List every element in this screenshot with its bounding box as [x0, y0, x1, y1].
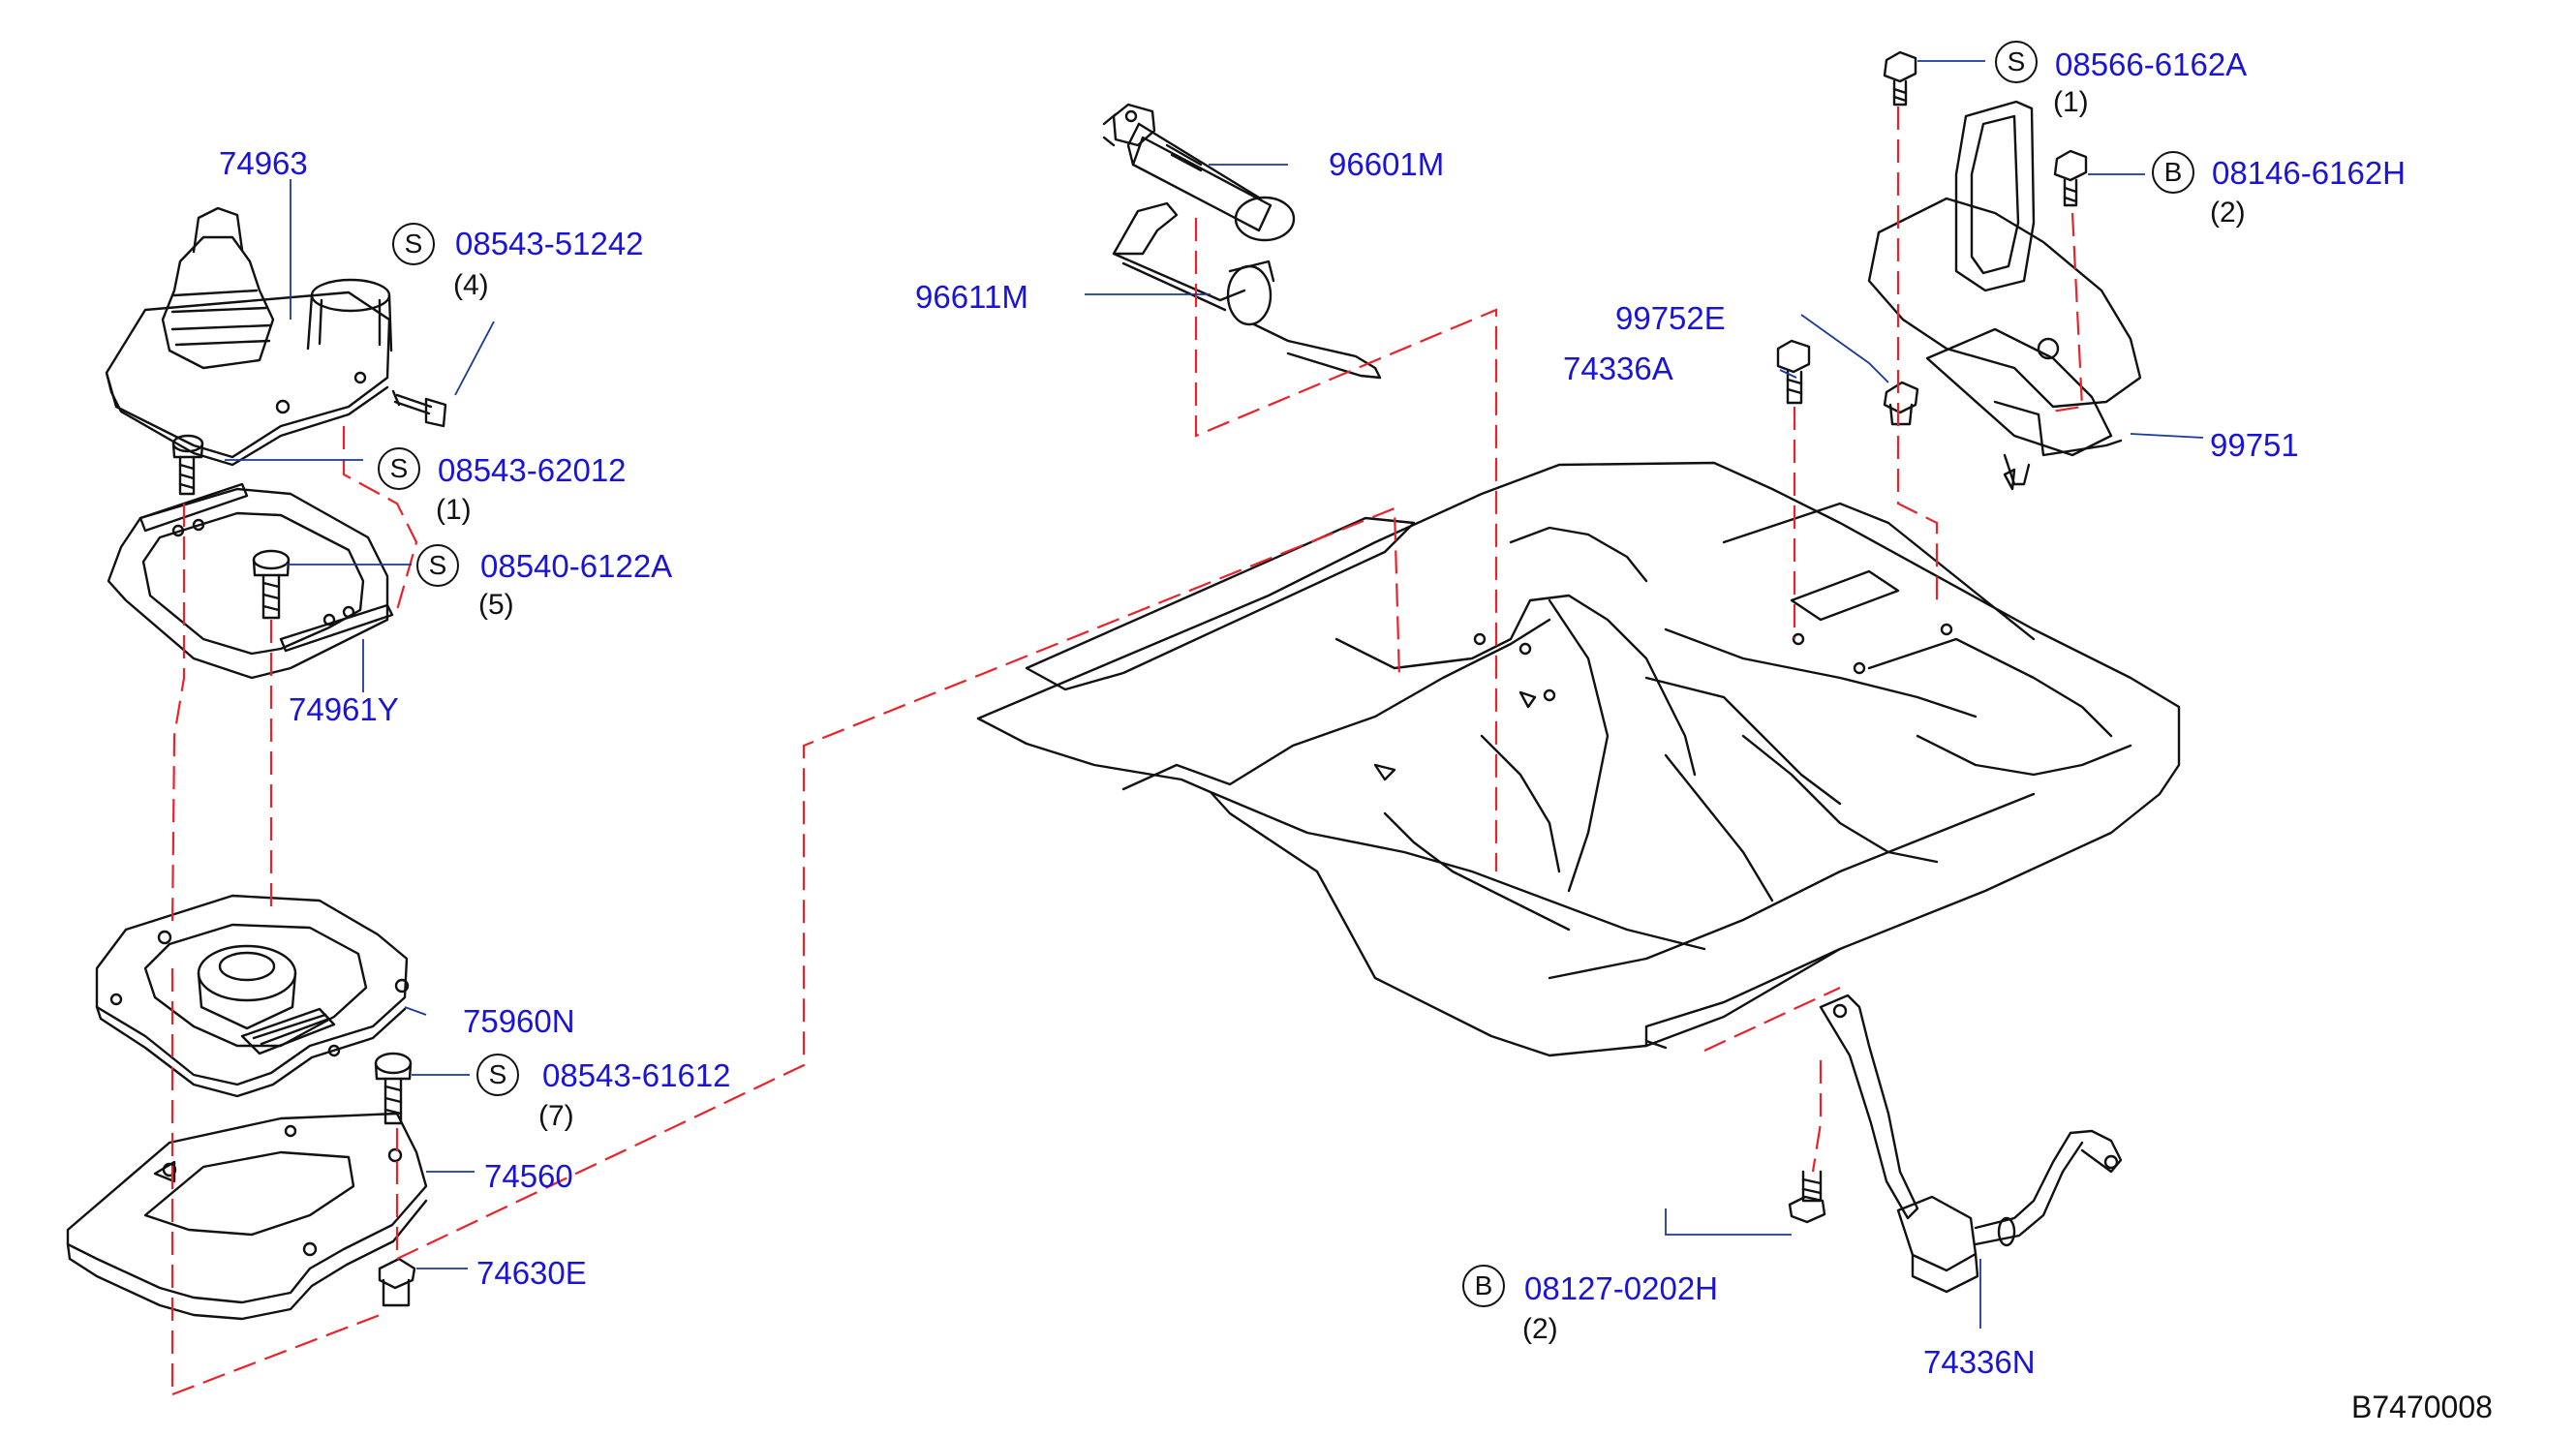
part-label-74336N[interactable]: 74336N: [1923, 1344, 2036, 1380]
bolt-08543-51242-drawing: [391, 389, 447, 428]
part-label-96611M[interactable]: 96611M: [915, 279, 1028, 315]
dashed-leader-lines: [170, 107, 2084, 1396]
part-label-96601M[interactable]: 96601M: [1329, 146, 1445, 182]
part-label-08566-6162A[interactable]: 08566-6162A: [2055, 46, 2248, 82]
part-label-74336A[interactable]: 74336A: [1563, 351, 1673, 386]
jack-96601M-drawing: [1102, 103, 1296, 242]
bracket-96611M-drawing: [1112, 201, 1382, 380]
bolt-08566-6162A-drawing: [1883, 50, 1917, 107]
quantity-08566-6162A: (1): [2053, 86, 2089, 118]
stay-74336N-drawing: [1819, 994, 2123, 1294]
standard-part-b-badge: B: [1462, 1265, 1505, 1307]
bracket-99751-drawing: [1867, 100, 2142, 491]
floor-panel-drawing: [976, 461, 2181, 1057]
part-label-74961Y[interactable]: 74961Y: [289, 691, 399, 727]
part-label-99752E[interactable]: 99752E: [1615, 300, 1726, 336]
standard-part-s-badge: S: [378, 447, 420, 490]
standard-part-s-badge: S: [416, 544, 459, 587]
standard-part-s-badge: S: [1995, 41, 2038, 83]
quantity-08146-6162H: (2): [2210, 197, 2246, 229]
bolt-08127-0202H-drawing: [1788, 1170, 1826, 1224]
part-label-08127-0202H[interactable]: 08127-0202H: [1524, 1270, 1718, 1306]
part-label-74560[interactable]: 74560: [484, 1158, 573, 1194]
bolt-08540-6122A-drawing: [252, 549, 291, 620]
quantity-08540-6122A: (5): [478, 589, 514, 621]
diagram-reference-code: B7470008: [2351, 1390, 2493, 1424]
part-label-99751[interactable]: 99751: [2210, 427, 2299, 463]
part-label-08543-61612[interactable]: 08543-61612: [542, 1057, 731, 1093]
standard-part-s-badge: S: [476, 1054, 519, 1096]
bolt-08543-62012-drawing: [171, 434, 204, 496]
part-label-08540-6122A[interactable]: 08540-6122A: [480, 548, 673, 584]
quantity-08543-51242: (4): [453, 269, 489, 301]
clip-99752E-drawing: [1883, 381, 1919, 426]
bolt-74336A-drawing: [1776, 339, 1811, 405]
bolt-08146-6162H-drawing: [2053, 149, 2088, 207]
part-label-08543-51242[interactable]: 08543-51242: [455, 226, 644, 261]
quantity-08127-0202H: (2): [1522, 1313, 1558, 1345]
console-base-75960N-drawing: [95, 894, 410, 1098]
clip-74630E-drawing: [378, 1257, 416, 1307]
shift-console-drawing: [105, 206, 393, 467]
part-label-08146-6162H[interactable]: 08146-6162H: [2212, 155, 2406, 191]
quantity-08543-61612: (7): [538, 1100, 574, 1132]
standard-part-b-badge: B: [2152, 151, 2194, 194]
part-label-08543-62012[interactable]: 08543-62012: [438, 452, 627, 488]
quantity-08543-62012: (1): [436, 494, 472, 526]
part-label-74630E[interactable]: 74630E: [476, 1255, 587, 1291]
part-label-75960N[interactable]: 75960N: [463, 1003, 575, 1039]
bracket-74961Y-drawing: [107, 482, 394, 680]
plate-74560-drawing: [66, 1112, 428, 1321]
callout-leaders: [225, 60, 2204, 1329]
part-label-74963[interactable]: 74963: [219, 145, 308, 181]
bolt-08543-61612-drawing: [374, 1052, 413, 1125]
standard-part-s-badge: S: [392, 223, 435, 265]
